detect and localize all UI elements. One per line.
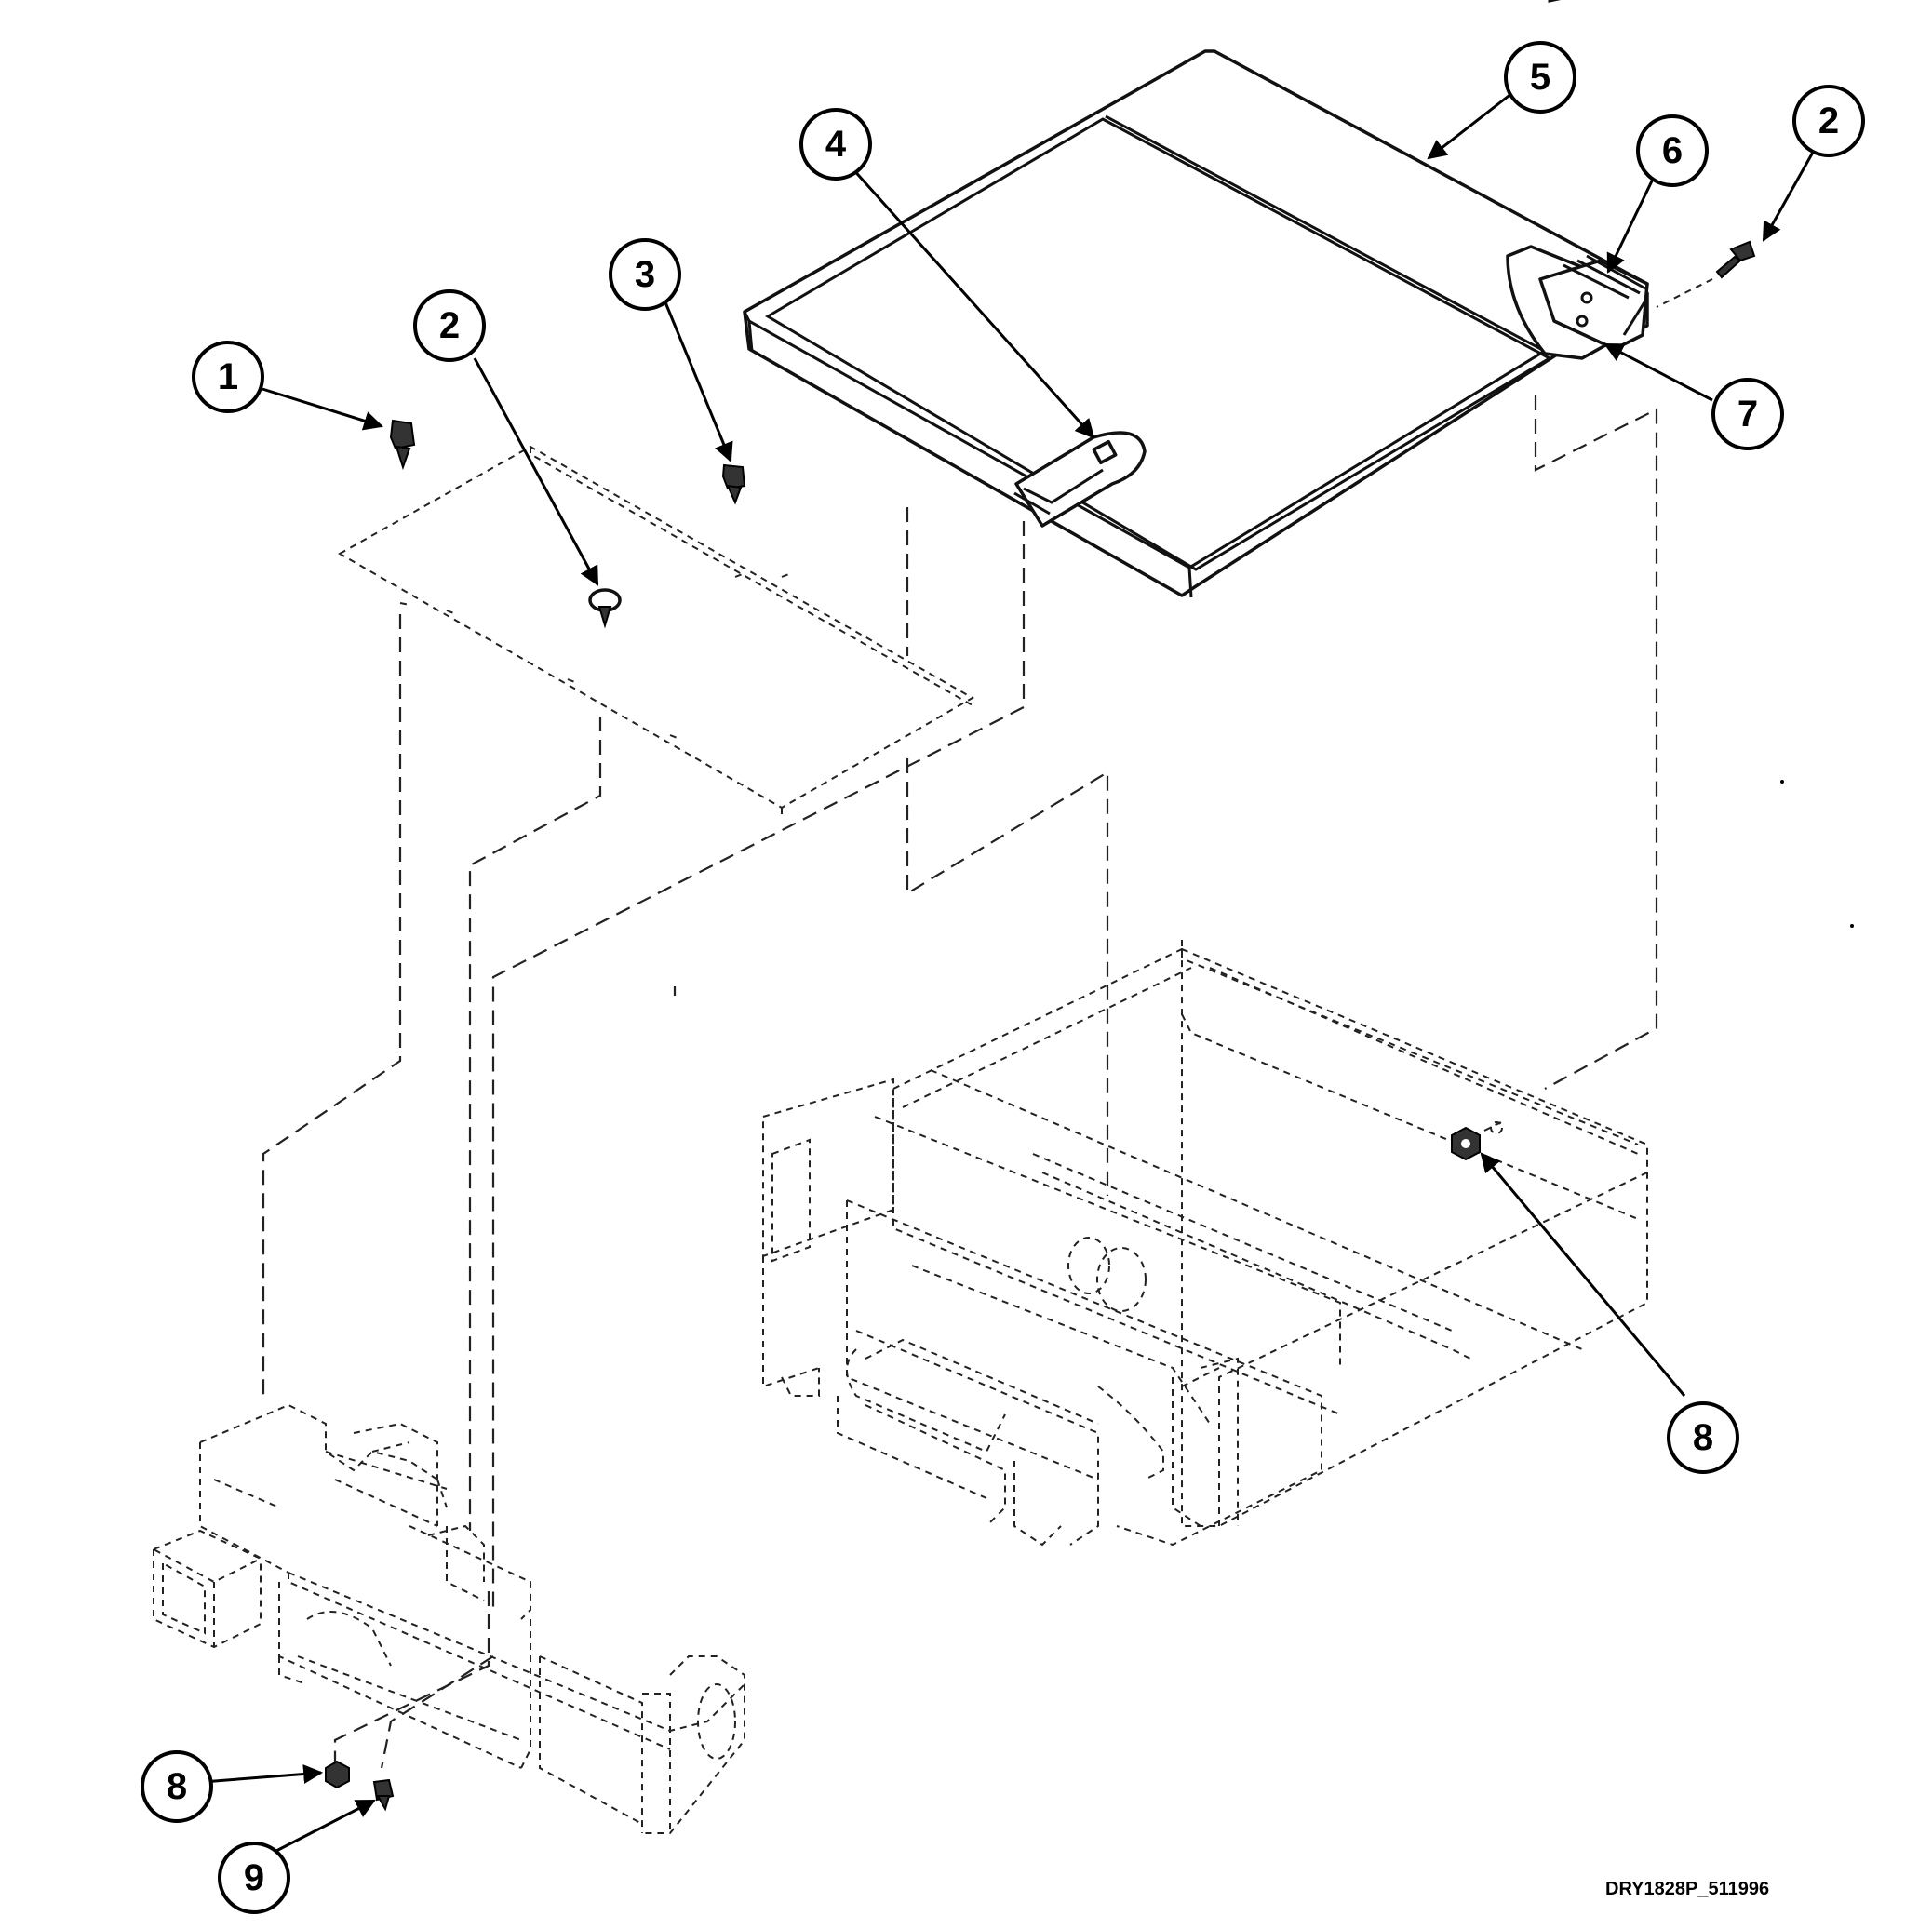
callout-label: 9 — [244, 1857, 264, 1898]
phantom-guide-lines — [262, 395, 1658, 1782]
screw-icon — [1656, 240, 1756, 308]
callout-3: 3 — [609, 238, 681, 311]
nut-icon — [325, 1760, 350, 1789]
callout-label: 2 — [439, 305, 460, 346]
bolt-icon — [372, 1778, 395, 1812]
callout-8: 8 — [1667, 1401, 1739, 1474]
callout-9: 9 — [218, 1842, 290, 1914]
callout-label: 4 — [825, 124, 847, 165]
leader-lines — [202, 91, 1817, 1854]
callout-label: 7 — [1737, 394, 1758, 435]
callout-2: 2 — [1792, 85, 1865, 157]
bolt-icon — [389, 419, 416, 471]
callout-label: 5 — [1530, 57, 1550, 98]
phantom-cabinet-base — [762, 940, 1648, 1547]
callout-8: 8 — [141, 1750, 213, 1823]
callout-1: 1 — [192, 341, 264, 413]
callout-7: 7 — [1711, 378, 1784, 450]
screw-icon — [588, 588, 622, 629]
latch-icon — [1013, 431, 1147, 528]
callout-label: 1 — [218, 356, 238, 397]
callout-label: 8 — [167, 1766, 187, 1807]
callout-5: 5 — [1504, 41, 1576, 114]
callout-label: 2 — [1818, 100, 1839, 141]
bolt-icon — [721, 463, 746, 505]
phantom-top-panel — [337, 445, 975, 815]
callout-label: 3 — [635, 254, 655, 295]
nut-icon — [1451, 1120, 1504, 1161]
phantom-front-frame — [151, 1403, 745, 1834]
callout-label: 6 — [1662, 130, 1683, 171]
callout-6: 6 — [1636, 114, 1709, 187]
callout-4: 4 — [799, 108, 872, 181]
callout-label: 8 — [1693, 1417, 1713, 1458]
drawing-id: DRY1828P_511996 — [1605, 1879, 1769, 1899]
callout-2: 2 — [413, 289, 486, 362]
